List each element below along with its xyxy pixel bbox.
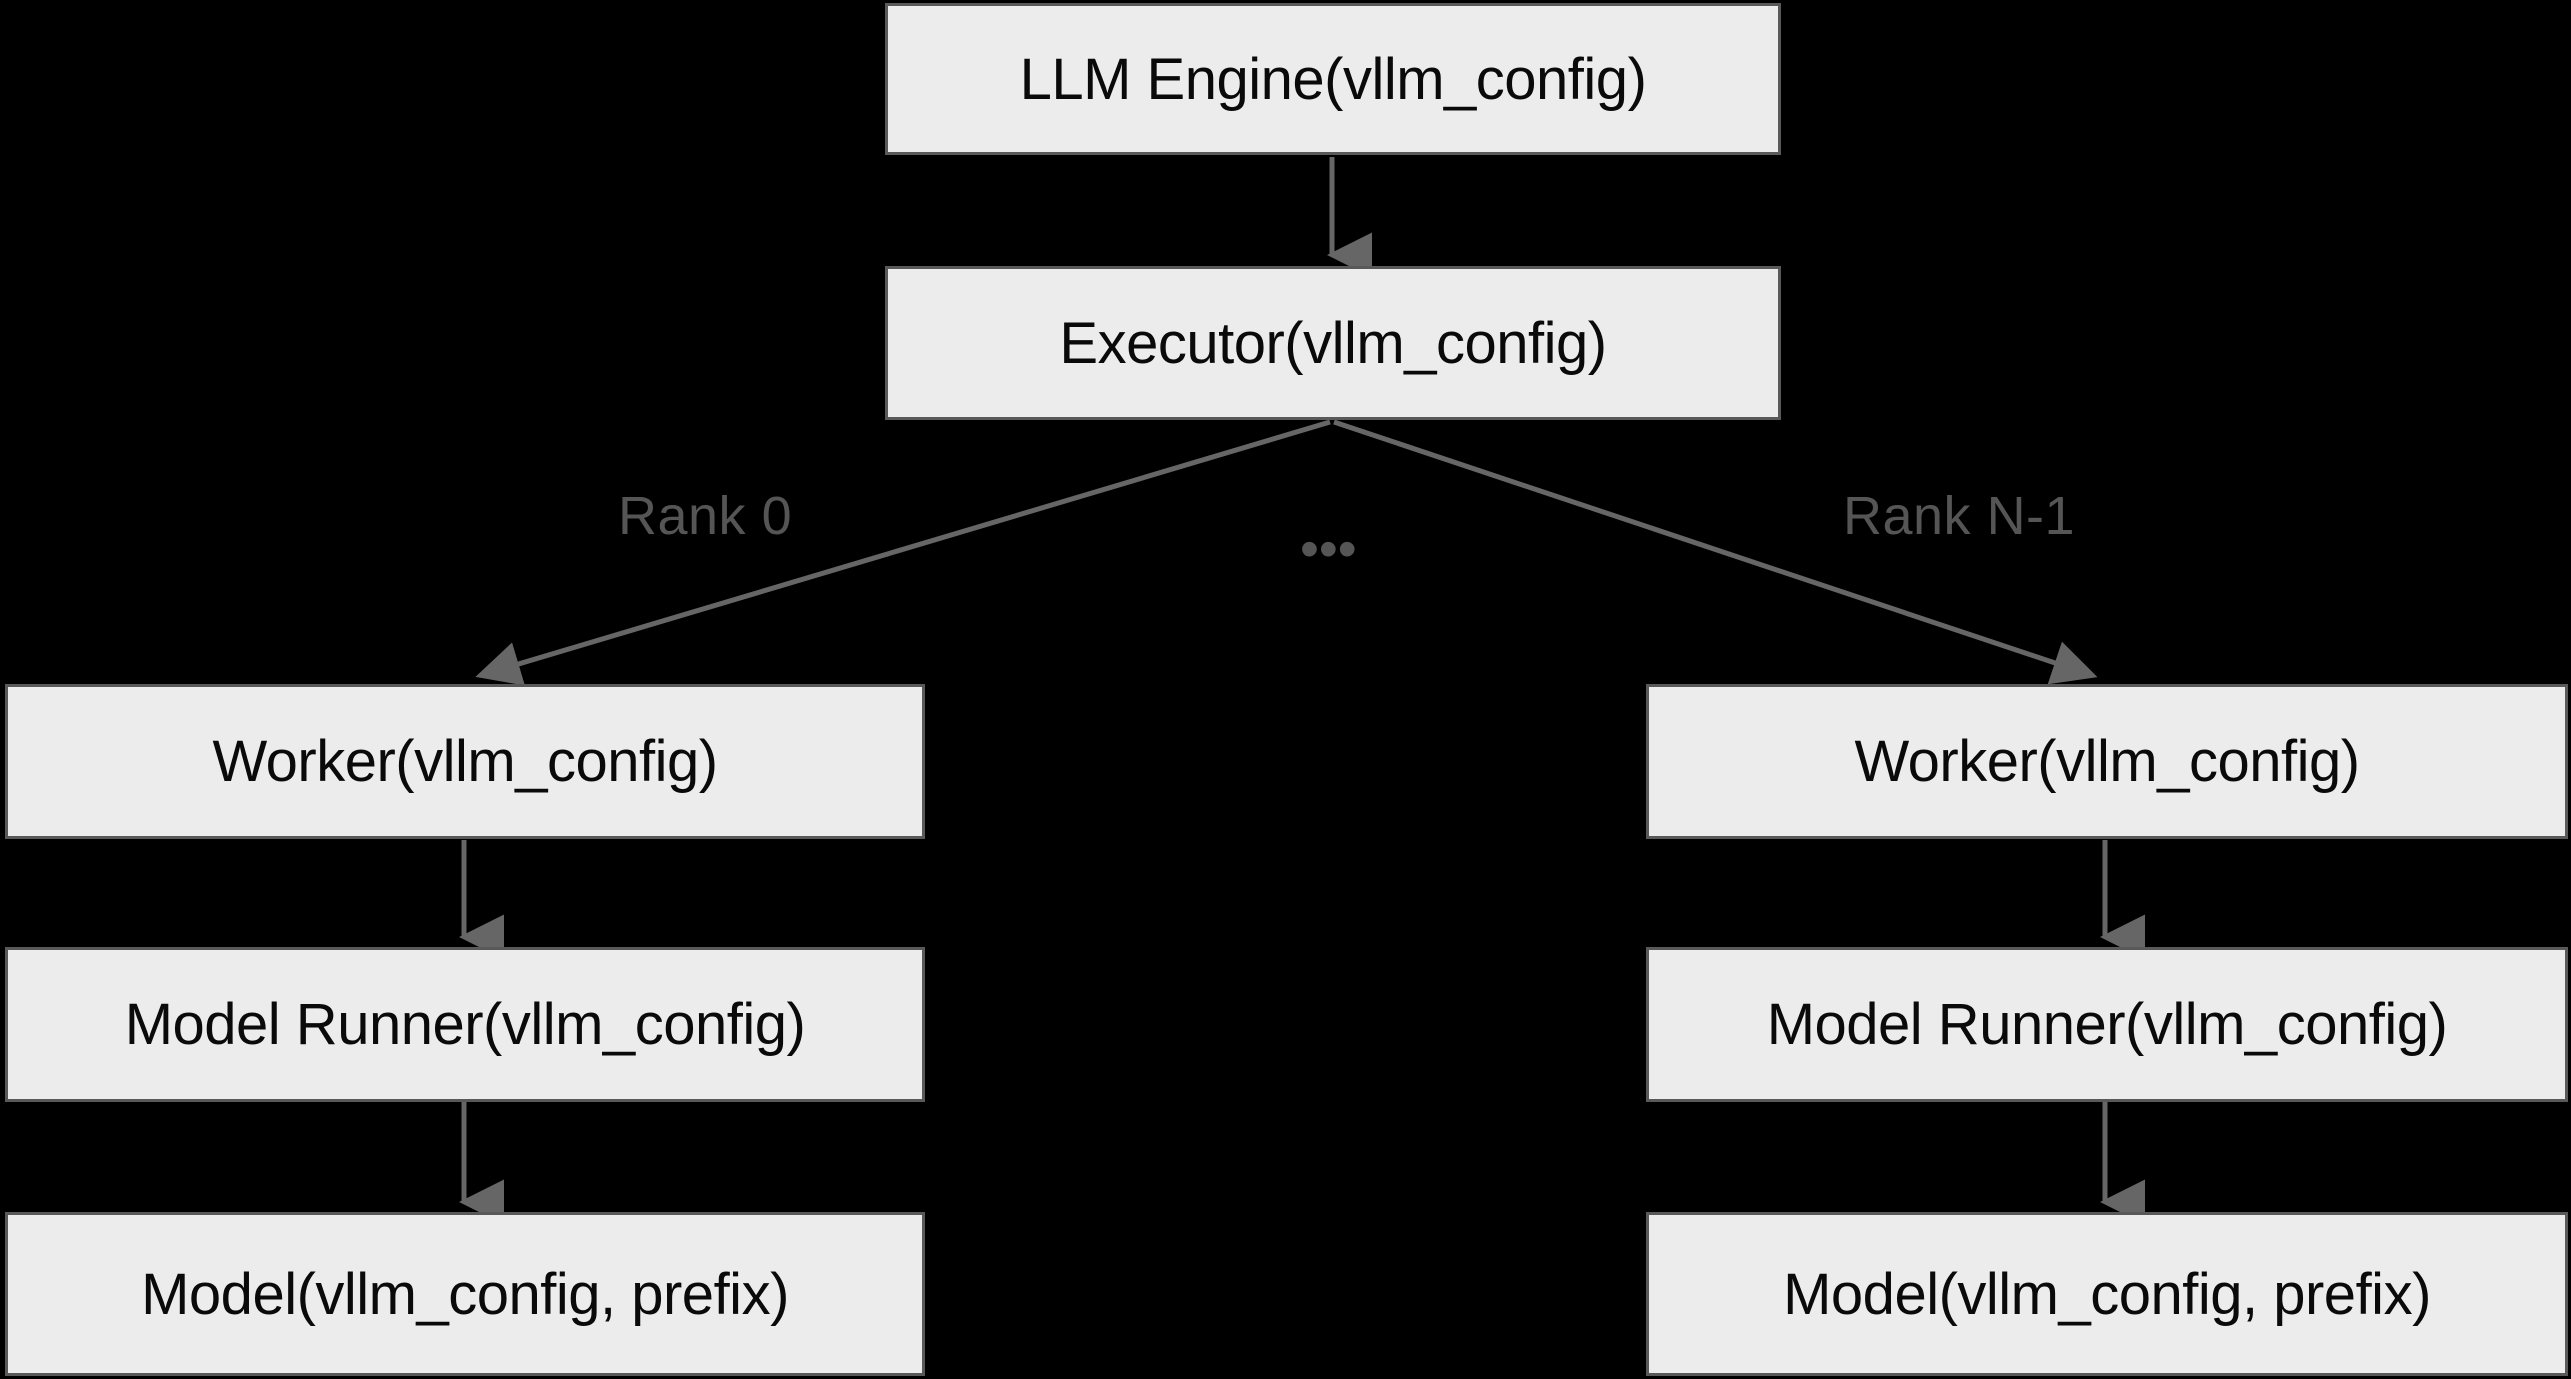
node-executor[interactable]: Executor(vllm_config) [885, 266, 1781, 420]
edge-label-rank-ellipsis: ••• [1300, 519, 1357, 579]
edge-executor-to-worker-left [475, 419, 1331, 686]
node-model-rank-0[interactable]: Model(vllm_config, prefix) [5, 1212, 925, 1376]
node-model-rank-n-1[interactable]: Model(vllm_config, prefix) [1646, 1212, 2568, 1376]
edge-label-rank-0: Rank 0 [618, 486, 793, 546]
node-model-runner-rank-0[interactable]: Model Runner(vllm_config) [5, 947, 925, 1102]
node-llm-engine[interactable]: LLM Engine(vllm_config) [885, 3, 1781, 155]
node-worker-rank-0[interactable]: Worker(vllm_config) [5, 684, 925, 839]
node-model-runner-rank-n-1[interactable]: Model Runner(vllm_config) [1646, 947, 2568, 1102]
node-worker-rank-n-1[interactable]: Worker(vllm_config) [1646, 684, 2568, 839]
edge-label-rank-n-1: Rank N-1 [1843, 486, 2076, 546]
edge-executor-to-worker-right [1333, 419, 2098, 685]
